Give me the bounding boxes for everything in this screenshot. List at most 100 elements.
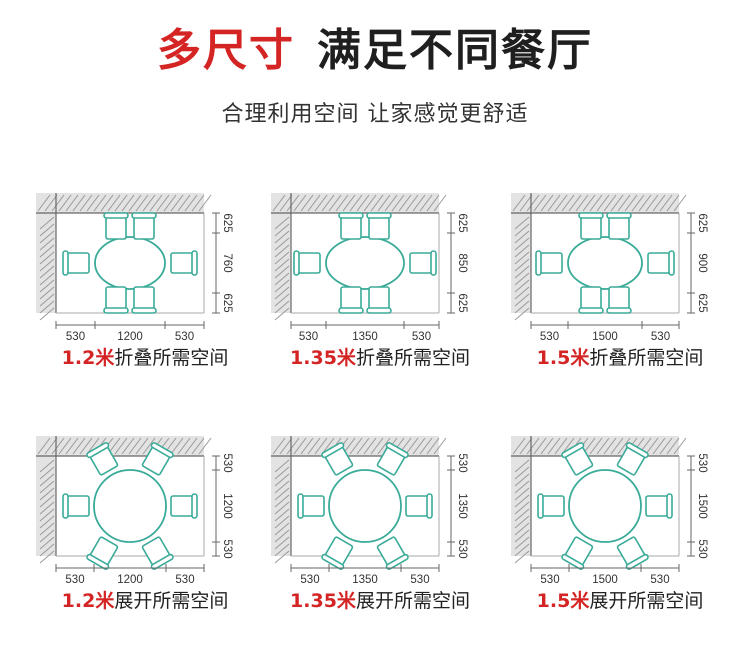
hatch-line xyxy=(170,194,184,212)
dim-label-y: 625 xyxy=(456,293,468,312)
hatch-line xyxy=(540,194,554,212)
hatch-line xyxy=(39,494,55,508)
hatch-line xyxy=(274,300,290,314)
hatch-line xyxy=(39,480,55,494)
chair-back xyxy=(666,493,673,519)
hatch-line xyxy=(652,437,666,455)
hatch-line xyxy=(370,437,384,455)
hatch-line xyxy=(65,437,79,455)
hatch-line xyxy=(554,437,568,455)
wall-left-fill xyxy=(271,213,291,313)
hatch-line xyxy=(274,237,290,251)
expanded-caption-1-5: 1.5米展开所需空间 xyxy=(505,588,735,614)
dim-label-x: 1200 xyxy=(117,574,143,586)
dim-label-x: 530 xyxy=(300,574,319,586)
hatch-line xyxy=(198,437,212,455)
chair-icon xyxy=(645,493,673,519)
hatch-line xyxy=(274,487,290,501)
chair-icon xyxy=(141,536,174,570)
hatch-line xyxy=(39,286,55,300)
hatch-line xyxy=(514,230,530,244)
hatch-line xyxy=(377,194,391,212)
chair-seat xyxy=(66,252,90,274)
table-shape xyxy=(328,469,402,543)
hatch-line xyxy=(512,194,526,212)
hatch-line xyxy=(514,480,530,494)
hatch-line xyxy=(433,194,447,212)
hatch-line xyxy=(58,194,72,212)
dim-label-x: 1500 xyxy=(592,331,618,343)
hatch-line xyxy=(666,437,680,455)
hatch-line xyxy=(561,437,575,455)
hatch-line xyxy=(279,437,293,455)
chair-seat xyxy=(409,252,433,274)
hatch-line xyxy=(184,194,198,212)
hatch-line xyxy=(39,466,55,480)
hatch-line xyxy=(274,459,290,473)
hatch-line xyxy=(356,437,370,455)
hatch-line xyxy=(307,194,321,212)
hatch-line xyxy=(274,515,290,529)
chair-back xyxy=(191,493,198,519)
hatch-line xyxy=(274,258,290,272)
hatch-line xyxy=(412,194,426,212)
dim-label-x: 530 xyxy=(175,331,194,343)
hatch-line xyxy=(540,437,554,455)
hatch-line xyxy=(514,286,530,300)
hatch-line xyxy=(356,194,370,212)
hatch-line xyxy=(673,437,687,455)
hatch-line xyxy=(321,194,335,212)
hatch-line xyxy=(307,437,321,455)
hatch-line xyxy=(514,473,530,487)
hatch-line xyxy=(554,194,568,212)
dim-label-y: 530 xyxy=(221,539,233,558)
hatch-line xyxy=(274,508,290,522)
hatch-line xyxy=(631,194,645,212)
hatch-line xyxy=(170,437,184,455)
hatch-line xyxy=(610,437,624,455)
chair-icon xyxy=(405,493,433,519)
folded-caption-text: 折叠所需空间 xyxy=(589,347,704,369)
chair-seat xyxy=(647,252,671,274)
table-shape xyxy=(568,469,642,543)
dim-label-y: 760 xyxy=(221,253,233,272)
dim-label-x: 530 xyxy=(175,574,194,586)
hatch-line xyxy=(149,194,163,212)
hatch-line xyxy=(39,258,55,272)
chair-back xyxy=(150,442,174,459)
page-title: 多尺寸满足不同餐厅 xyxy=(0,20,750,82)
hatch-line xyxy=(142,194,156,212)
hatch-line xyxy=(274,272,290,286)
expanded-size-label: 1.2米 xyxy=(61,590,115,612)
chair-back xyxy=(606,212,632,219)
hatch-line xyxy=(274,230,290,244)
chair-icon xyxy=(297,493,325,519)
hatch-line xyxy=(274,494,290,508)
hatch-line xyxy=(114,437,128,455)
hatch-line xyxy=(274,466,290,480)
hatch-line xyxy=(198,194,212,212)
hatch-line xyxy=(274,501,290,515)
hatch-line xyxy=(293,437,307,455)
hatch-line xyxy=(314,437,328,455)
chair-icon xyxy=(86,536,119,570)
hatch-line xyxy=(39,216,55,230)
folded-caption-1-5: 1.5米折叠所需空间 xyxy=(505,345,735,371)
hatch-line xyxy=(39,300,55,314)
hatch-line xyxy=(39,550,55,564)
hatch-line xyxy=(349,437,363,455)
wall-hatch xyxy=(37,194,212,321)
hatch-line xyxy=(274,550,290,564)
hatch-line xyxy=(659,437,673,455)
hatch-line xyxy=(514,466,530,480)
chair-back xyxy=(338,212,364,219)
hatch-line xyxy=(72,437,86,455)
chair-back xyxy=(366,212,392,219)
hatch-line xyxy=(514,501,530,515)
hatch-line xyxy=(377,437,391,455)
chair-back xyxy=(578,307,604,314)
